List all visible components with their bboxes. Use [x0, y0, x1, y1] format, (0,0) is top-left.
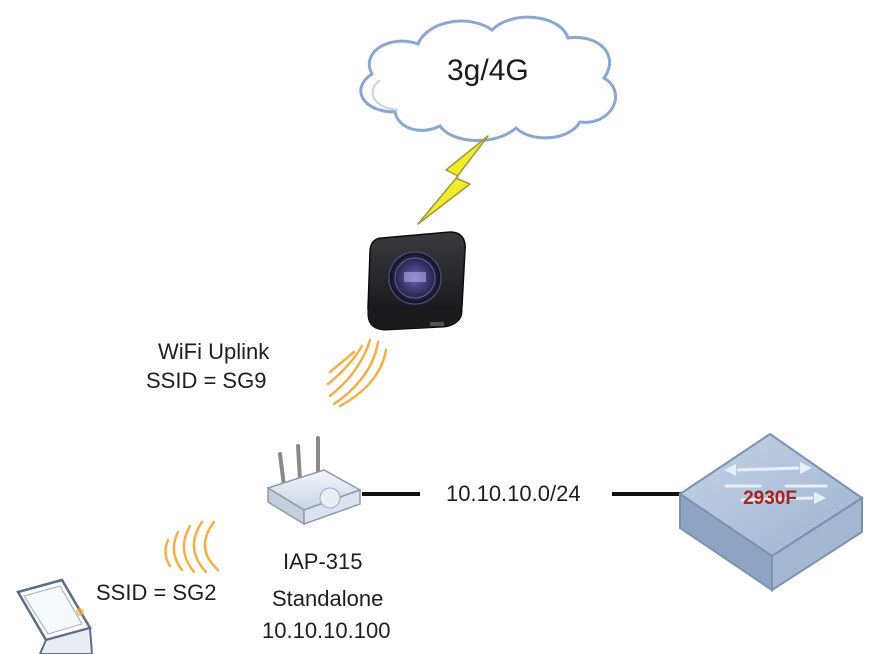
cloud-label: 3g/4G: [447, 54, 529, 87]
client-wifi-waves-icon: [164, 520, 220, 574]
network-switch-icon: 2930F: [678, 432, 864, 592]
mifi-hotspot-icon: [367, 231, 466, 331]
client-ssid-label: SSID = SG2: [96, 580, 217, 605]
ap-ip-label: 10.10.10.100: [262, 618, 391, 643]
ap-mode-label: Standalone: [272, 586, 384, 611]
link-subnet-label: 10.10.10.0/24: [446, 481, 581, 506]
switch-model-label: 2930F: [743, 488, 797, 509]
laptop-icon: [16, 578, 94, 654]
cloud-icon: [359, 15, 617, 142]
access-point-icon: [266, 436, 362, 526]
wifi-waves-icon: [326, 338, 388, 408]
ap-model-label: IAP-315: [283, 549, 363, 574]
uplink-ssid: SSID = SG9: [146, 368, 267, 393]
lightning-icon: [417, 135, 489, 225]
uplink-title: WiFi Uplink: [158, 339, 270, 364]
